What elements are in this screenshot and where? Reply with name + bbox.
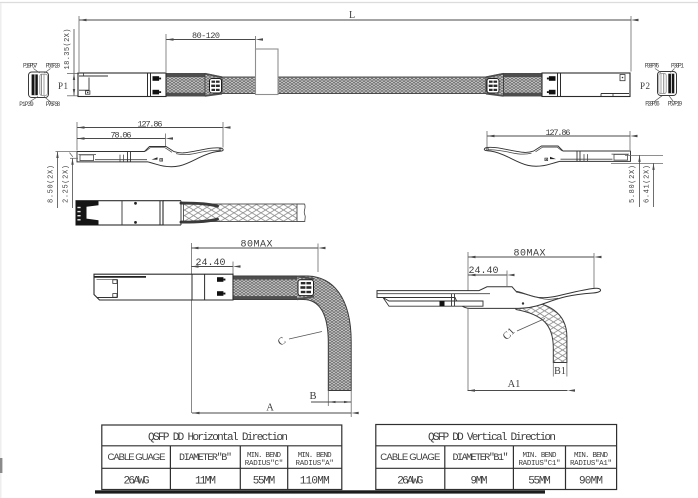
svg-text:B: B: [309, 391, 316, 402]
svg-text:80MAX: 80MAX: [514, 249, 546, 260]
svg-text:MIN. BEND: MIN. BEND: [574, 452, 608, 460]
svg-text:26AWG: 26AWG: [124, 476, 150, 488]
svg-text:QSFP DD Horizontal Direction: QSFP DD Horizontal Direction: [148, 432, 288, 444]
svg-text:24.40: 24.40: [196, 258, 226, 269]
svg-text:8.50(2X): 8.50(2X): [48, 165, 56, 203]
svg-text:P57P19: P57P19: [668, 101, 683, 108]
svg-text:C: C: [276, 335, 288, 348]
svg-text:P1P39: P1P39: [19, 101, 34, 108]
svg-text:2.25(2X): 2.25(2X): [63, 165, 71, 203]
svg-text:P20P56: P20P56: [645, 101, 660, 108]
svg-text:55MM: 55MM: [528, 476, 551, 488]
svg-text:26AWG: 26AWG: [397, 476, 423, 488]
svg-text:5.80(2X): 5.80(2X): [629, 165, 637, 203]
svg-text:L: L: [349, 10, 355, 21]
svg-text:P1: P1: [58, 81, 68, 91]
svg-text:P38P76: P38P76: [645, 63, 660, 70]
svg-text:RADIUS"C1": RADIUS"C1": [519, 460, 561, 468]
svg-text:127.86: 127.86: [138, 119, 163, 129]
svg-text:RADIUS"A": RADIUS"A": [295, 460, 334, 468]
svg-text:A: A: [266, 403, 274, 414]
svg-text:P56P20: P56P20: [46, 63, 61, 70]
svg-text:DIAMETER"B": DIAMETER"B": [179, 452, 232, 464]
svg-text:B1: B1: [554, 366, 566, 377]
svg-text:P76P38: P76P38: [46, 101, 61, 108]
svg-text:CABLE GUAGE: CABLE GUAGE: [380, 452, 440, 463]
svg-text:18.35(2X): 18.35(2X): [64, 29, 72, 70]
svg-text:RADIUS"A1": RADIUS"A1": [570, 460, 612, 468]
svg-text:90MM: 90MM: [579, 476, 603, 488]
svg-text:P2: P2: [640, 81, 650, 91]
svg-text:78.06: 78.06: [111, 130, 132, 140]
svg-text:C1: C1: [501, 326, 517, 342]
svg-text:DIAMETER"B1": DIAMETER"B1": [453, 452, 509, 464]
svg-text:80-120: 80-120: [192, 31, 220, 41]
svg-text:MIN. BEND: MIN. BEND: [247, 452, 281, 460]
svg-text:P19P57: P19P57: [23, 63, 38, 70]
svg-text:CABLE GUAGE: CABLE GUAGE: [108, 452, 166, 463]
svg-text:24.40: 24.40: [469, 266, 499, 277]
svg-text:55MM: 55MM: [253, 476, 276, 488]
svg-text:A1: A1: [508, 379, 521, 390]
svg-text:6.41(2X): 6.41(2X): [644, 165, 652, 203]
svg-text:QSFP DD Vertical Direction: QSFP DD Vertical Direction: [428, 432, 556, 444]
svg-text:9MM: 9MM: [471, 476, 488, 488]
svg-text:127.86: 127.86: [546, 128, 571, 138]
svg-text:MIN. BEND: MIN. BEND: [298, 452, 332, 460]
svg-text:RADIUS"C": RADIUS"C": [245, 460, 284, 468]
svg-text:110MM: 110MM: [300, 476, 330, 488]
svg-text:P39P1: P39P1: [671, 63, 684, 70]
svg-text:11MM: 11MM: [195, 476, 216, 488]
svg-text:80MAX: 80MAX: [241, 240, 273, 251]
svg-text:MIN. BEND: MIN. BEND: [523, 452, 557, 460]
